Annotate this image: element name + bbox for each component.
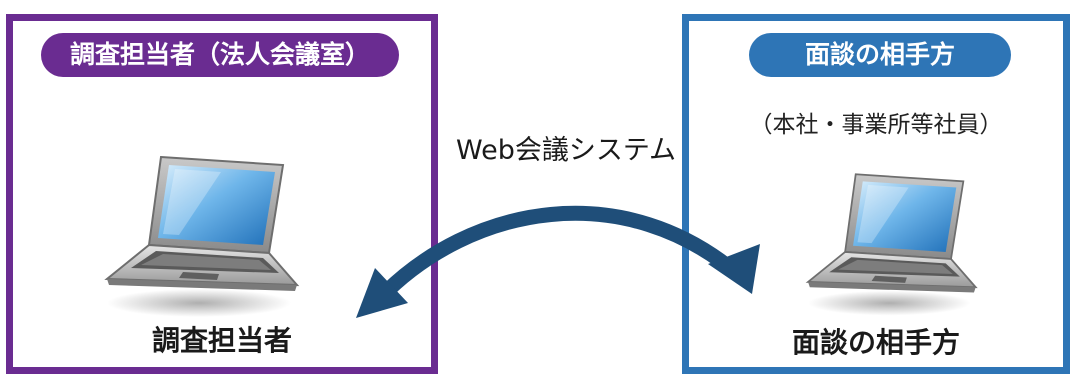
interviewee-panel-header: 面談の相手方 bbox=[749, 33, 1011, 77]
investigator-panel-header: 調査担当者（法人会議室） bbox=[41, 33, 399, 77]
investigator-label: 調査担当者 bbox=[151, 324, 292, 357]
arrowhead-right bbox=[708, 244, 760, 294]
laptop-icon bbox=[801, 169, 981, 323]
interviewee-panel: 面談の相手方 （本社・事業所等社員） bbox=[682, 14, 1070, 374]
connection-label: Web会議システム bbox=[456, 135, 677, 166]
investigator-panel: 調査担当者（法人会議室） bbox=[6, 14, 438, 374]
connection-curve bbox=[374, 205, 747, 304]
arrowhead-left bbox=[356, 268, 408, 318]
interviewee-subtitle: （本社・事業所等社員） bbox=[749, 112, 1003, 138]
laptop-icon bbox=[101, 151, 301, 325]
interviewee-label: 面談の相手方 bbox=[791, 326, 960, 359]
